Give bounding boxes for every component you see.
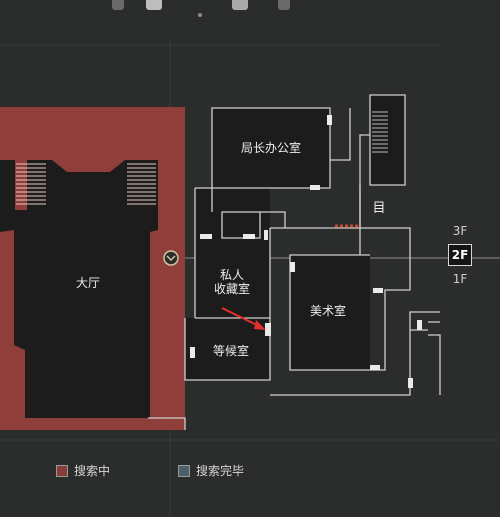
legend-searching: 搜索中 bbox=[56, 462, 110, 479]
lobby-region[interactable] bbox=[0, 107, 185, 430]
lobby-stairs-right bbox=[127, 163, 156, 205]
legend-swatch-search-done bbox=[178, 464, 190, 477]
legend-label-search-done: 搜索完毕 bbox=[196, 464, 245, 478]
map-cursor-icon[interactable] bbox=[163, 250, 179, 266]
door-corridor-east bbox=[264, 230, 268, 240]
floor-button-3f[interactable]: 3F bbox=[452, 224, 468, 238]
doors bbox=[190, 115, 422, 388]
door-southeast bbox=[408, 378, 413, 388]
room-label-private-collection-line2: 收藏室 bbox=[213, 282, 251, 296]
stairs-northeast bbox=[372, 111, 388, 153]
legend-label-searching: 搜索中 bbox=[74, 464, 111, 478]
room-label-lobby: 大厅 bbox=[75, 276, 101, 290]
room-label-private-collection-line1: 私人 bbox=[219, 268, 245, 282]
door-corridor bbox=[243, 234, 255, 239]
door-collection-north bbox=[200, 234, 212, 239]
room-label-art-room: 美术室 bbox=[309, 304, 347, 318]
red-arrow-icon bbox=[221, 307, 266, 330]
door-chief-office-east bbox=[327, 115, 332, 125]
tab-indicator-dot bbox=[198, 13, 202, 17]
door-art-room-south bbox=[370, 365, 380, 370]
room-fills bbox=[185, 95, 405, 380]
floor-button-2f[interactable]: 2F bbox=[448, 244, 472, 266]
room-label-chief-office: 局长办公室 bbox=[240, 141, 302, 155]
floor-button-1f[interactable]: 1F bbox=[452, 272, 468, 286]
door-art-room-north bbox=[373, 288, 383, 293]
door-art-room-west bbox=[290, 262, 295, 272]
stairs-icon: 目 bbox=[372, 201, 386, 216]
walls bbox=[148, 94, 441, 430]
door-waiting-room-east bbox=[265, 323, 271, 336]
tab-map-icon[interactable] bbox=[146, 0, 162, 10]
tab-prev-icon[interactable] bbox=[112, 0, 124, 10]
legend-swatch-searching bbox=[56, 464, 68, 477]
room-label-waiting-room: 等候室 bbox=[212, 344, 250, 358]
door-chief-office-south bbox=[310, 185, 320, 190]
door-east bbox=[417, 320, 422, 330]
tab-files-icon[interactable] bbox=[232, 0, 248, 10]
lobby-stairs-left bbox=[16, 163, 46, 205]
door-waiting-room-west bbox=[190, 347, 195, 358]
tab-next-icon[interactable] bbox=[278, 0, 290, 10]
legend-search-done: 搜索完毕 bbox=[178, 462, 244, 479]
